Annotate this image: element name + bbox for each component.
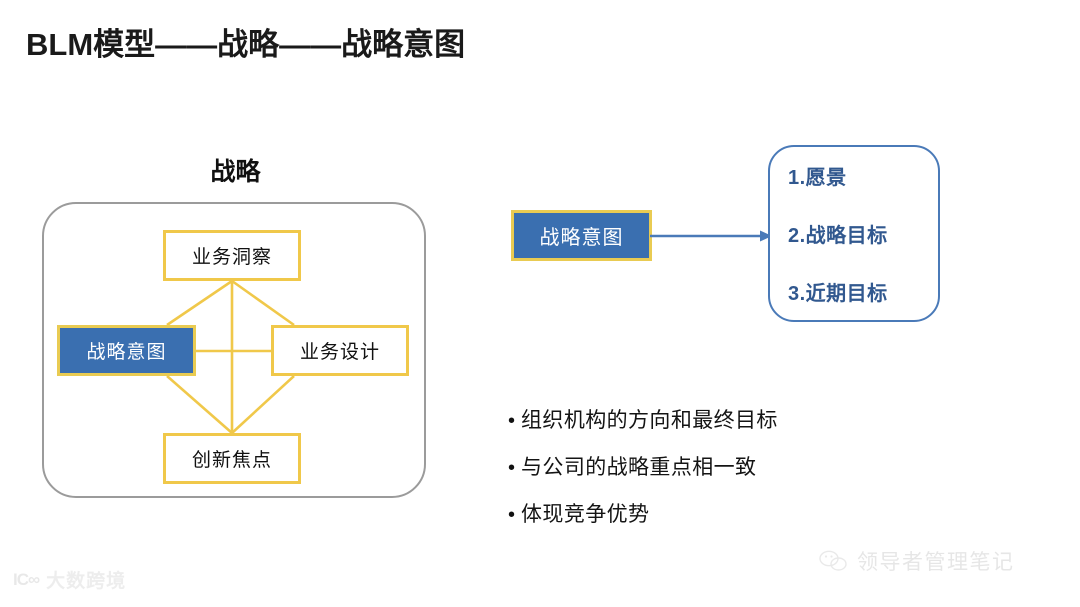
node-business-design[interactable]: 业务设计	[271, 325, 409, 376]
goals-card	[768, 145, 940, 322]
bullet-dot-icon: •	[508, 457, 516, 479]
goals-list: 1.愿景 2.战略目标 3.近期目标	[780, 145, 952, 322]
flow-arrow-icon	[650, 230, 772, 242]
bullet-dot-icon: •	[508, 504, 516, 526]
node-connector-lines	[166, 279, 295, 434]
strategic-intent-chip-label: 战略意图	[539, 227, 624, 249]
watermark-left-text: 大数跨境	[46, 571, 127, 592]
watermark-bottom-left: IC∞ 大数跨境	[13, 566, 126, 593]
goal-item-strategic-objective: 2.战略目标	[788, 225, 888, 247]
node-label: 战略意图	[86, 342, 167, 363]
bullet-list: • 组织机构的方向和最终目标 • 与公司的战略重点相一致 • 体现竞争优势	[508, 404, 928, 545]
node-label: 业务设计	[299, 342, 380, 363]
left-panel-heading: 战略	[210, 158, 261, 186]
bullet-text: 体现竞争优势	[521, 503, 650, 526]
watermark-right-text: 领导者管理笔记	[857, 551, 1015, 574]
goal-item-near-term-objective: 3.近期目标	[788, 283, 888, 305]
dashujingjing-logo-icon: IC∞	[13, 569, 40, 589]
node-label: 业务洞察	[191, 247, 272, 268]
bullet-text: 组织机构的方向和最终目标	[521, 409, 778, 432]
list-item: • 组织机构的方向和最终目标	[508, 404, 928, 434]
node-innovation-focus[interactable]: 创新焦点	[163, 433, 301, 484]
bullet-text: 与公司的战略重点相一致	[521, 456, 757, 479]
bullet-dot-icon: •	[508, 410, 516, 432]
list-item: • 体现竞争优势	[508, 498, 928, 528]
goal-item-vision: 1.愿景	[788, 167, 847, 189]
strategic-intent-chip[interactable]: 战略意图	[511, 210, 652, 261]
watermark-bottom-right: 领导者管理笔记	[818, 546, 1015, 576]
node-label: 创新焦点	[191, 450, 272, 471]
page-title: BLM模型——战略——战略意图	[26, 27, 466, 62]
list-item: • 与公司的战略重点相一致	[508, 451, 928, 481]
wechat-icon	[819, 550, 847, 571]
node-strategic-intent[interactable]: 战略意图	[57, 325, 196, 376]
node-business-insight[interactable]: 业务洞察	[163, 230, 301, 281]
